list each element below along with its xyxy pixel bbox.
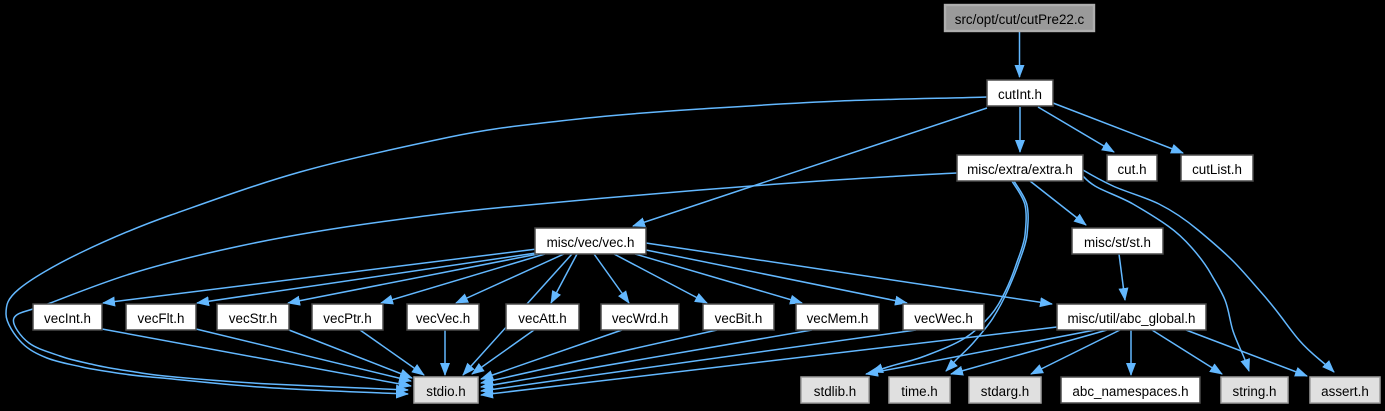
svg-text:cut.h: cut.h — [1117, 162, 1146, 177]
svg-text:vecPtr.h: vecPtr.h — [323, 311, 371, 326]
svg-text:stdarg.h: stdarg.h — [981, 384, 1029, 399]
svg-text:vecFlt.h: vecFlt.h — [138, 311, 185, 326]
svg-text:cutList.h: cutList.h — [1192, 162, 1242, 177]
svg-text:cutInt.h: cutInt.h — [998, 87, 1042, 102]
svg-text:vecStr.h: vecStr.h — [229, 311, 277, 326]
svg-text:abc_namespaces.h: abc_namespaces.h — [1072, 384, 1188, 399]
svg-text:src/opt/cut/cutPre22.c: src/opt/cut/cutPre22.c — [955, 12, 1085, 27]
svg-text:time.h: time.h — [901, 384, 937, 399]
svg-text:vecAtt.h: vecAtt.h — [518, 311, 566, 326]
svg-text:vecVec.h: vecVec.h — [416, 311, 470, 326]
svg-text:string.h: string.h — [1233, 384, 1277, 399]
svg-text:vecInt.h: vecInt.h — [44, 311, 91, 326]
svg-text:stdio.h: stdio.h — [426, 384, 465, 399]
svg-text:misc/vec/vec.h: misc/vec/vec.h — [547, 235, 635, 250]
svg-text:assert.h: assert.h — [1321, 384, 1369, 399]
svg-text:vecWrd.h: vecWrd.h — [612, 311, 668, 326]
svg-text:vecBit.h: vecBit.h — [715, 311, 763, 326]
svg-text:stdlib.h: stdlib.h — [814, 384, 856, 399]
svg-text:misc/util/abc_global.h: misc/util/abc_global.h — [1067, 311, 1195, 326]
svg-text:misc/st/st.h: misc/st/st.h — [1084, 235, 1151, 250]
svg-text:misc/extra/extra.h: misc/extra/extra.h — [967, 162, 1073, 177]
svg-text:vecWec.h: vecWec.h — [914, 311, 973, 326]
svg-text:vecMem.h: vecMem.h — [807, 311, 869, 326]
